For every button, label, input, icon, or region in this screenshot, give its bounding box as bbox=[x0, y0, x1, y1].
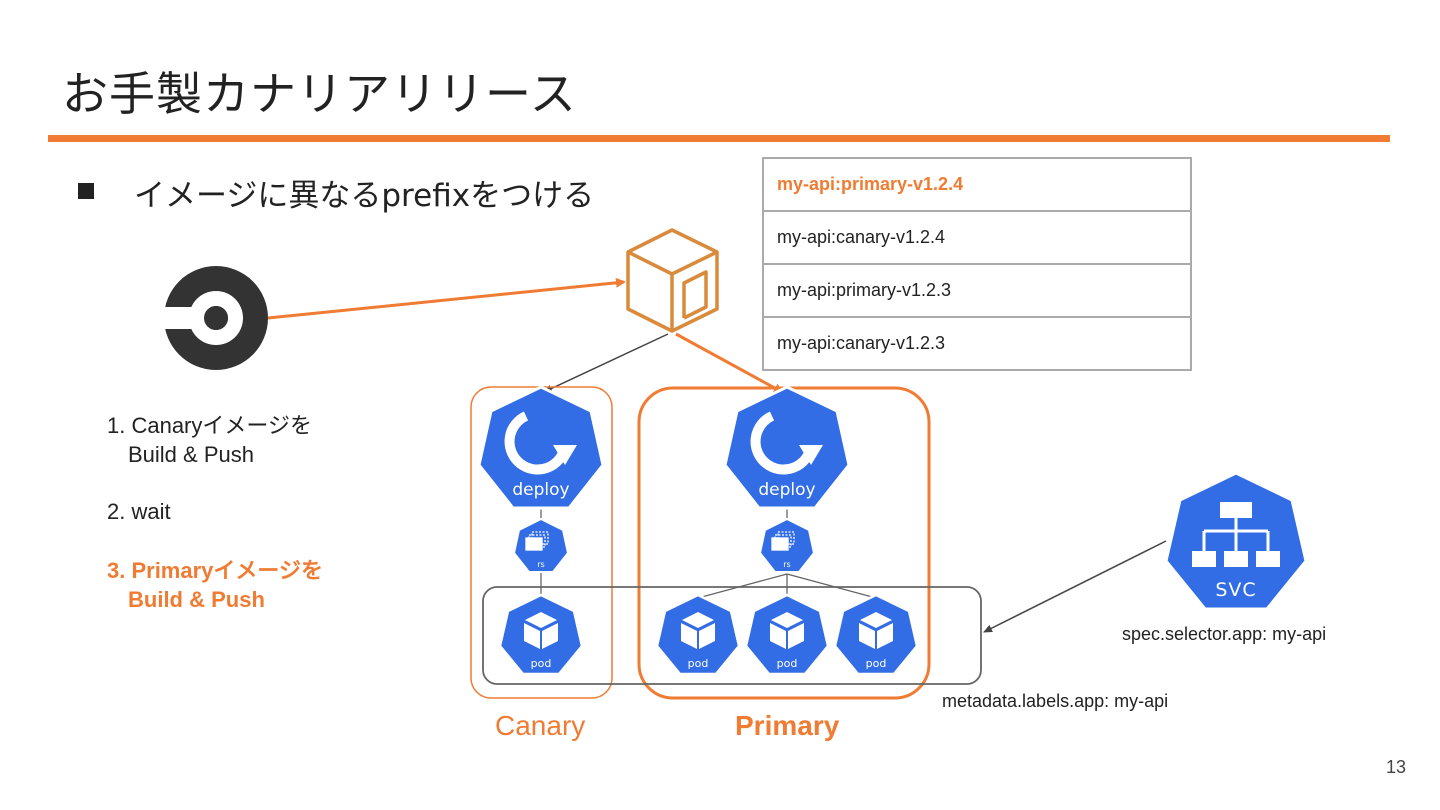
deploy-label: deploy bbox=[512, 480, 569, 500]
primary-pod-icon: pod bbox=[744, 593, 830, 676]
table-row: my-api:primary-v1.2.4 bbox=[762, 157, 1192, 212]
pod-label: pod bbox=[777, 657, 798, 670]
primary-rs-pod-connector bbox=[697, 573, 788, 599]
primary-pod-icon: pod bbox=[655, 593, 741, 676]
step-2-line-1: 2. wait bbox=[107, 499, 171, 524]
step-1-line-2: Build & Push bbox=[128, 442, 254, 467]
bullet-square-icon bbox=[78, 183, 94, 199]
service-selector-caption: spec.selector.app: my-api bbox=[1122, 624, 1327, 644]
page-number: 13 bbox=[1385, 757, 1406, 777]
primary-pod-icon: pod bbox=[833, 593, 919, 676]
primary-group-label: Primary bbox=[735, 710, 840, 741]
rs-label: rs bbox=[783, 560, 790, 569]
image-tag-cell: my-api:primary-v1.2.3 bbox=[762, 263, 1192, 318]
step-1-line-1: 1. Canaryイメージを bbox=[107, 413, 312, 438]
service-select-arrow bbox=[983, 540, 1167, 633]
image-tag-table: my-api:primary-v1.2.4 my-api:canary-v1.2… bbox=[762, 157, 1192, 371]
pod-label-selector-box bbox=[482, 586, 982, 685]
title-divider bbox=[48, 135, 1390, 142]
step-2: 2. wait bbox=[107, 497, 171, 526]
pod-label: pod bbox=[531, 657, 552, 670]
step-3: 3. Primaryイメージを Build & Push bbox=[107, 556, 323, 614]
image-tag-cell: my-api:canary-v1.2.3 bbox=[762, 316, 1192, 371]
deploy-label: deploy bbox=[758, 480, 815, 500]
pull-primary-arrow bbox=[675, 332, 784, 394]
canary-group-label: Canary bbox=[495, 710, 586, 741]
pod-label: pod bbox=[688, 657, 709, 670]
image-tag-cell: my-api:primary-v1.2.4 bbox=[762, 157, 1192, 212]
pod-label: pod bbox=[866, 657, 887, 670]
table-row: my-api:primary-v1.2.3 bbox=[762, 263, 1192, 318]
image-tag-cell: my-api:canary-v1.2.4 bbox=[762, 210, 1192, 265]
step-3-line-2: Build & Push bbox=[128, 587, 265, 612]
primary-rs-pod-connector bbox=[786, 573, 877, 599]
table-row: my-api:canary-v1.2.4 bbox=[762, 210, 1192, 265]
circleci-logo-icon bbox=[160, 266, 268, 370]
canary-pod-icon: pod bbox=[498, 593, 584, 676]
primary-deploy-icon: deploy bbox=[725, 387, 849, 508]
slide-title: お手製カナリアリリース bbox=[62, 67, 577, 121]
bullet-text: イメージに異なるprefixをつける bbox=[134, 178, 595, 214]
pod-labels-caption: metadata.labels.app: my-api bbox=[942, 691, 1169, 711]
container-registry-icon bbox=[626, 228, 719, 333]
rs-label: rs bbox=[537, 560, 544, 569]
table-row: my-api:canary-v1.2.3 bbox=[762, 316, 1192, 371]
canary-deploy-icon: deploy bbox=[479, 387, 603, 508]
svc-label: SVC bbox=[1215, 579, 1256, 601]
step-1: 1. Canaryイメージを Build & Push bbox=[107, 411, 312, 469]
pull-canary-arrow bbox=[543, 333, 669, 393]
push-arrow bbox=[267, 277, 626, 320]
primary-rs-icon: rs bbox=[759, 518, 815, 573]
canary-rs-icon: rs bbox=[513, 518, 569, 573]
service-icon: SVC bbox=[1164, 471, 1308, 611]
step-3-line-1: 3. Primaryイメージを bbox=[107, 558, 323, 583]
